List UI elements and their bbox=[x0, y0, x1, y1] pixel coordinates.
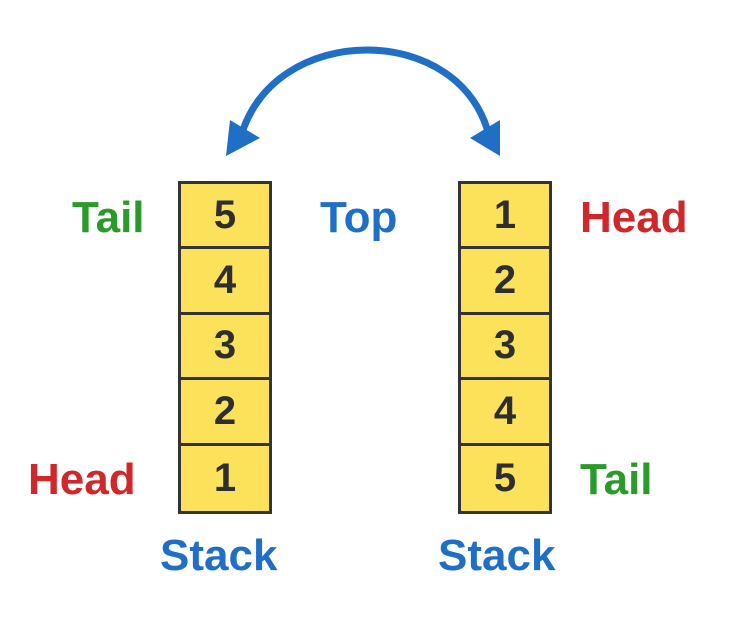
arrowhead-left-icon bbox=[226, 120, 260, 156]
left-stack: 5 4 3 2 1 bbox=[178, 181, 272, 514]
stack-cell: 4 bbox=[181, 249, 269, 315]
right-stack-caption: Stack bbox=[438, 531, 556, 580]
stack-cell: 3 bbox=[461, 315, 549, 381]
stack-cell: 2 bbox=[181, 380, 269, 446]
stack-cell: 5 bbox=[493, 455, 517, 500]
arrowhead-right-icon bbox=[470, 120, 500, 156]
right-tail-label: Tail bbox=[580, 455, 653, 504]
right-head-label: Head bbox=[580, 193, 688, 242]
stack-cell: 1 bbox=[213, 455, 237, 500]
stack-cell: 1 bbox=[461, 184, 549, 250]
left-head-label: Head bbox=[28, 455, 136, 504]
top-label: Top bbox=[320, 193, 398, 242]
stack-cell: 5 bbox=[181, 184, 269, 250]
stack-cell: 3 bbox=[181, 315, 269, 381]
stack-cell: 4 bbox=[461, 380, 549, 446]
stack-cell: 2 bbox=[461, 249, 549, 315]
left-tail-label: Tail bbox=[72, 193, 145, 242]
right-stack: 1 2 3 4 5 bbox=[458, 181, 552, 514]
left-stack-caption: Stack bbox=[160, 531, 278, 580]
